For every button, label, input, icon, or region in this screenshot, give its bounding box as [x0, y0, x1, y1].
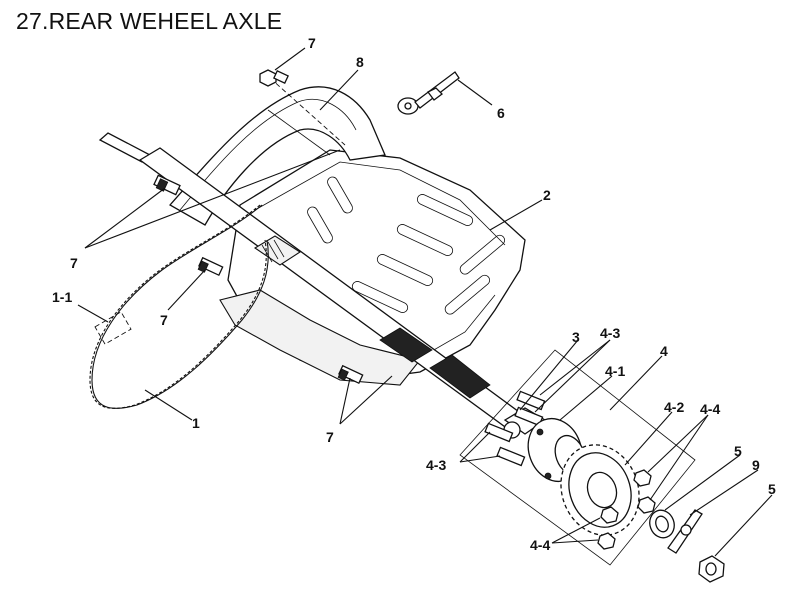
callout-4-3-top: 4-3: [600, 325, 620, 341]
callout-7-top: 7: [308, 35, 316, 51]
hub-nuts: [597, 469, 656, 550]
callout-8: 8: [356, 54, 364, 70]
chain-adjuster-bolt: [397, 71, 460, 115]
sprocket: [560, 444, 640, 536]
callout-1-1: 1-1: [52, 289, 72, 305]
rear-axle-shaft: [98, 132, 547, 439]
callout-3: 3: [572, 329, 580, 345]
drive-chain: [89, 204, 269, 409]
callout-7-left: 7: [70, 255, 78, 271]
callout-7-bottom: 7: [326, 429, 334, 445]
callout-4-4-right: 4-4: [700, 401, 720, 417]
skid-plate-slots: [307, 176, 506, 315]
axle-spline-lines: [261, 239, 285, 263]
master-link-box: [94, 311, 132, 345]
hub-studs: [484, 390, 546, 467]
callout-labels: 7 8 6 2 7 1-1 7 1 7 3 4-3 4 4-1 4-2 4-4 …: [52, 35, 776, 553]
callout-4-1: 4-1: [605, 363, 625, 379]
chain-guard: [168, 86, 386, 226]
callout-4-3-bottom: 4-3: [426, 457, 446, 473]
callout-5-top: 5: [734, 443, 742, 459]
callout-5-bottom: 5: [768, 481, 776, 497]
bolt-bottom: [337, 364, 364, 385]
bolt-top: [259, 69, 346, 146]
callout-2: 2: [543, 187, 551, 203]
callout-1: 1: [192, 415, 200, 431]
bolt-mid: [197, 256, 224, 277]
hub-assembly-box: [459, 349, 696, 566]
leader-lines: [77, 47, 773, 557]
axle-nut-lower: [698, 555, 725, 583]
callout-4-4-bottom: 4-4: [530, 537, 550, 553]
axle-nut-upper: [649, 509, 675, 539]
callout-6: 6: [497, 105, 505, 121]
page-title: 27.REAR WEHEEL AXLE: [16, 8, 283, 34]
callout-4: 4: [660, 343, 668, 359]
callout-4-2: 4-2: [664, 399, 684, 415]
lock-washer: [667, 509, 703, 554]
callout-9: 9: [752, 457, 760, 473]
callout-7-mid: 7: [160, 312, 168, 328]
skid-plate: [219, 149, 526, 386]
